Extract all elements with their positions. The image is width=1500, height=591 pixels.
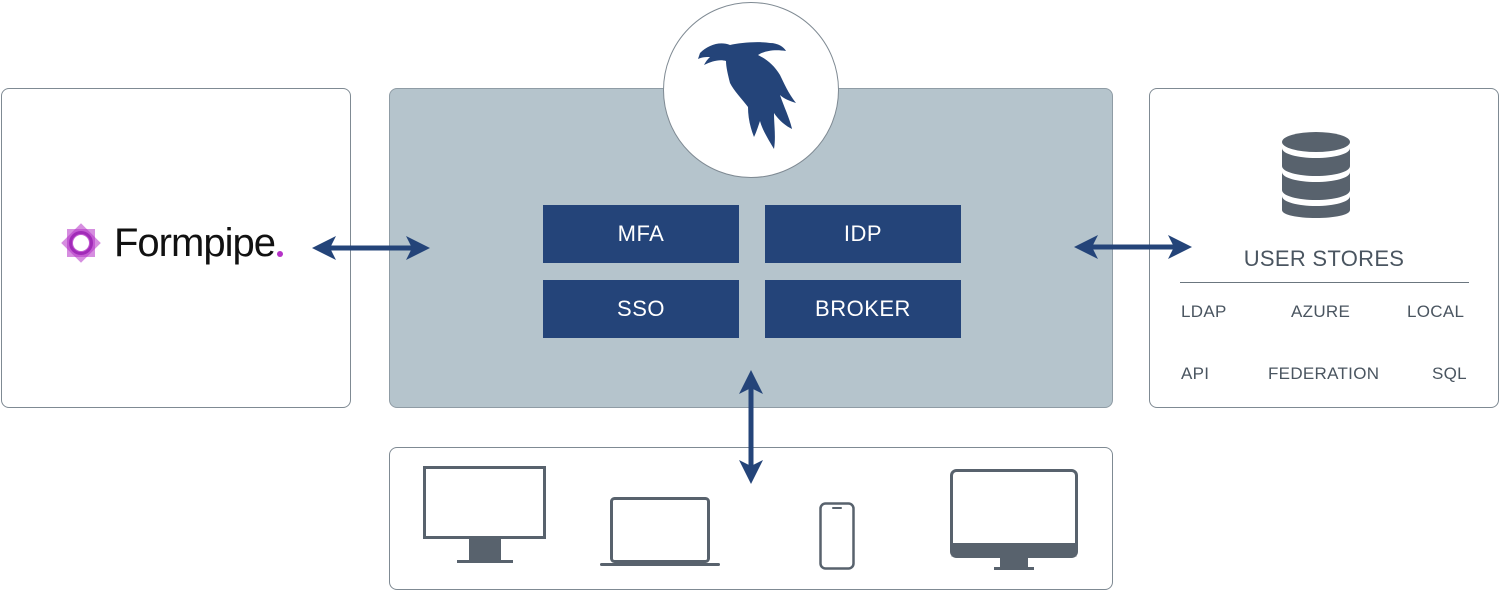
- store-azure: AZURE: [1291, 302, 1351, 321]
- imac-icon: [950, 469, 1078, 570]
- database-icon: [1282, 132, 1350, 218]
- brand-name: Formpipe: [114, 220, 276, 265]
- eagle-logo: [663, 2, 839, 178]
- laptop-icon: [600, 497, 720, 566]
- store-federation: FEDERATION: [1268, 364, 1380, 383]
- user-stores-title: USER STORES: [1243, 246, 1405, 271]
- sso-box: SSO: [543, 280, 739, 338]
- smartphone-icon: [819, 502, 855, 570]
- formpipe-mark-icon: [61, 223, 101, 263]
- store-api: API: [1181, 364, 1210, 383]
- formpipe-panel: [1, 88, 351, 408]
- arrow-right-double-icon: [1074, 235, 1192, 259]
- eagle-icon: [698, 42, 796, 150]
- store-sql: SQL: [1432, 364, 1467, 383]
- arrow-left-double-icon: [312, 236, 430, 260]
- store-local: LOCAL: [1407, 302, 1465, 321]
- formpipe-logo: Formpipe: [58, 218, 283, 268]
- monitor-icon: [423, 466, 546, 563]
- idp-box: IDP: [765, 205, 961, 263]
- broker-box: BROKER: [765, 280, 961, 338]
- store-ldap: LDAP: [1181, 302, 1227, 321]
- mfa-box: MFA: [543, 205, 739, 263]
- brand-dot: [276, 251, 283, 257]
- arrow-vertical-double-icon: [739, 370, 763, 484]
- divider: [1180, 282, 1469, 283]
